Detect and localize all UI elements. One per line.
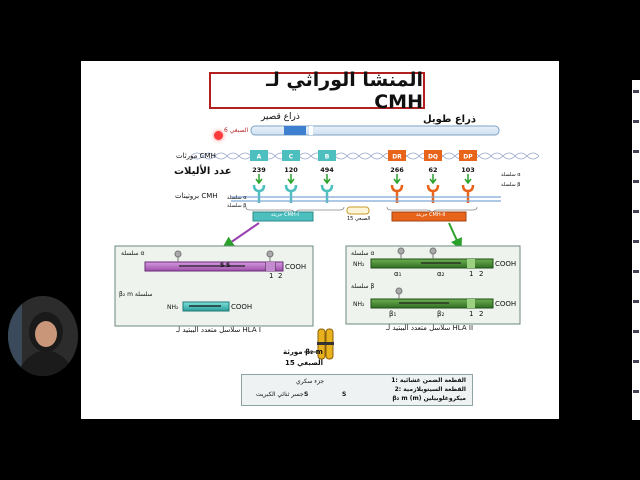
dna-helix [190, 152, 540, 160]
hla-ii-alpha-cooh: COOH [495, 260, 517, 268]
membrane [231, 196, 501, 202]
slide: المنشا الوراثي لـ CMH [81, 61, 559, 419]
allele-count-dp: 103 [461, 166, 475, 174]
gene-label-a: A [257, 154, 262, 161]
class-bars [252, 206, 467, 222]
gene-label-dr: DR [392, 154, 402, 161]
hla-ii-alpha-n1: 1 [469, 270, 474, 278]
legend-item-3: β₂ m (m) ميكروغلوبيلين [392, 395, 466, 402]
hla-ii-beta-cooh: COOH [495, 300, 517, 308]
legend-s-right: S [342, 391, 347, 398]
allele-count-dr: 266 [390, 166, 404, 174]
hla-i-caption: سلاسل متعدد الببتيد لـ HLA I [176, 326, 261, 334]
alleles-row-label: عدد الأليلات [174, 166, 232, 177]
hla-ii-alpha-nh2: NH₂ [353, 261, 365, 268]
proteins-row-label: بروتينات CMH [175, 192, 218, 200]
class-i-bar-label: جزيئة CMH-I [271, 212, 299, 218]
class-ii-bar-label: جزيئة CMH-II [416, 212, 446, 218]
slide-title: المنشا الوراثي لـ CMH [209, 69, 425, 113]
gene-box-a [250, 150, 268, 161]
hla-i-alpha-chain [144, 261, 284, 272]
hla-ii-alpha-n2: 2 [479, 270, 484, 278]
receptor-icon-dp [461, 184, 475, 203]
chromosome-6-label: الصبغي 6 [224, 127, 249, 134]
hla-i-s2: S [226, 262, 231, 269]
hla-ii-beta-n2: 2 [479, 310, 484, 318]
receptor-icon-a [252, 184, 266, 203]
legend: 1: القطعة الضمن غشائية 2: القطعة السيتوب… [241, 374, 473, 406]
legend-item-2: 2: القطعة السيتوبلازمية [394, 386, 466, 393]
allele-arrow-b [323, 174, 331, 185]
hla-ii-beta-chain [370, 298, 494, 309]
allele-arrow-dp [464, 174, 472, 185]
chr15-small-label: الصبغي 15 [347, 216, 371, 222]
gene-box-dp [459, 150, 477, 161]
legend-item-1: 1: القطعة الضمن غشائية [391, 377, 466, 384]
allele-count-a: 239 [252, 166, 266, 174]
hla-i-alpha-label: سلسلة α [121, 250, 145, 257]
arrow-to-hla-ii [448, 222, 462, 251]
gene-box-b [318, 150, 336, 161]
side-strip [632, 80, 640, 420]
laser-pointer [214, 131, 223, 140]
legend-sugar: جزء سكري [296, 378, 325, 385]
hla-i-num-1: 1 [269, 272, 274, 280]
short-arm-label: ذراع قصير [261, 112, 300, 122]
panel-hla-i [114, 245, 314, 327]
allele-arrow-dq [429, 174, 437, 185]
hla-ii-caption: سلاسل متعدد الببتيد لـ HLA II [386, 324, 474, 332]
gene-label-c: C [289, 154, 294, 161]
beta-chain-left-label: سلسلة β [227, 203, 247, 209]
beta-chain-right-label: سلسلة β [501, 182, 521, 188]
genes-row-label: مورثات CMH [176, 152, 216, 160]
b2m-chr-label: الصبغي 15 [285, 359, 324, 367]
allele-arrow-dr [393, 174, 401, 185]
allele-arrow-a [255, 174, 263, 185]
allele-count-b: 494 [320, 166, 334, 174]
hla-i-b2m-label: β₂ m سلسلة [119, 291, 153, 298]
gene-label-dp: DP [463, 154, 473, 161]
allele-count-c: 120 [284, 166, 298, 174]
long-arm-label: ذراع طويل [423, 114, 476, 125]
legend-s-left: S [304, 391, 309, 398]
receptor-icon-dq [426, 184, 440, 203]
allele-arrow-c [287, 174, 295, 185]
hla-ii-a2: α₂ [437, 270, 445, 278]
hla-ii-sugars [395, 247, 437, 299]
mhc-diagram: A 239 C 120 B 494 DR 266 DQ 62 DP 103 [114, 125, 540, 397]
chromosome-15-icon [304, 328, 334, 360]
hla-ii-beta-label: سلسلة β [351, 283, 375, 290]
gene-box-c [282, 150, 300, 161]
hla-ii-a1: α₁ [394, 270, 402, 278]
hla-i-cooh: COOH [285, 263, 307, 271]
alpha-chain-right-label: سلسلة α [501, 172, 521, 178]
presenter-webcam [8, 296, 78, 376]
alpha-chain-left-label: سلسلة α [227, 195, 247, 201]
gene-label-dq: DQ [428, 154, 438, 161]
gene-box-dq [424, 150, 442, 161]
hla-i-s1: S [220, 262, 225, 269]
hla-i-b2m-cooh: COOH [231, 303, 253, 311]
hla-ii-b1: β₁ [389, 310, 397, 318]
hla-i-b2m-chain [182, 301, 230, 312]
hla-ii-b2: β₂ [437, 310, 445, 318]
hla-ii-beta-n1: 1 [469, 310, 474, 318]
hla-ii-alpha-chain [370, 258, 494, 269]
gene-label-b: B [325, 154, 330, 161]
chromosome-6 [250, 125, 500, 136]
receptor-icon-b [320, 184, 334, 203]
arrow-to-hla-i [222, 222, 260, 249]
legend-bridge: جسر ثنائي الكبريت [256, 391, 304, 398]
hla-i-nh2: NH₂ [167, 304, 179, 311]
receptor-icon-dr [390, 184, 404, 203]
hla-ii-beta-nh2: NH₂ [353, 301, 365, 308]
receptor-icon-c [284, 184, 298, 203]
gene-box-dr [388, 150, 406, 161]
hla-ii-alpha-label: سلسلة α [351, 250, 375, 257]
hla-i-sugars [174, 250, 274, 262]
allele-count-dq: 62 [428, 166, 437, 174]
genes-layer: A 239 C 120 B 494 DR 266 DQ 62 DP 103 [250, 150, 477, 203]
b2m-gene-label: مورثة β₂ m [283, 348, 323, 356]
hla-i-num-2: 2 [278, 272, 283, 280]
